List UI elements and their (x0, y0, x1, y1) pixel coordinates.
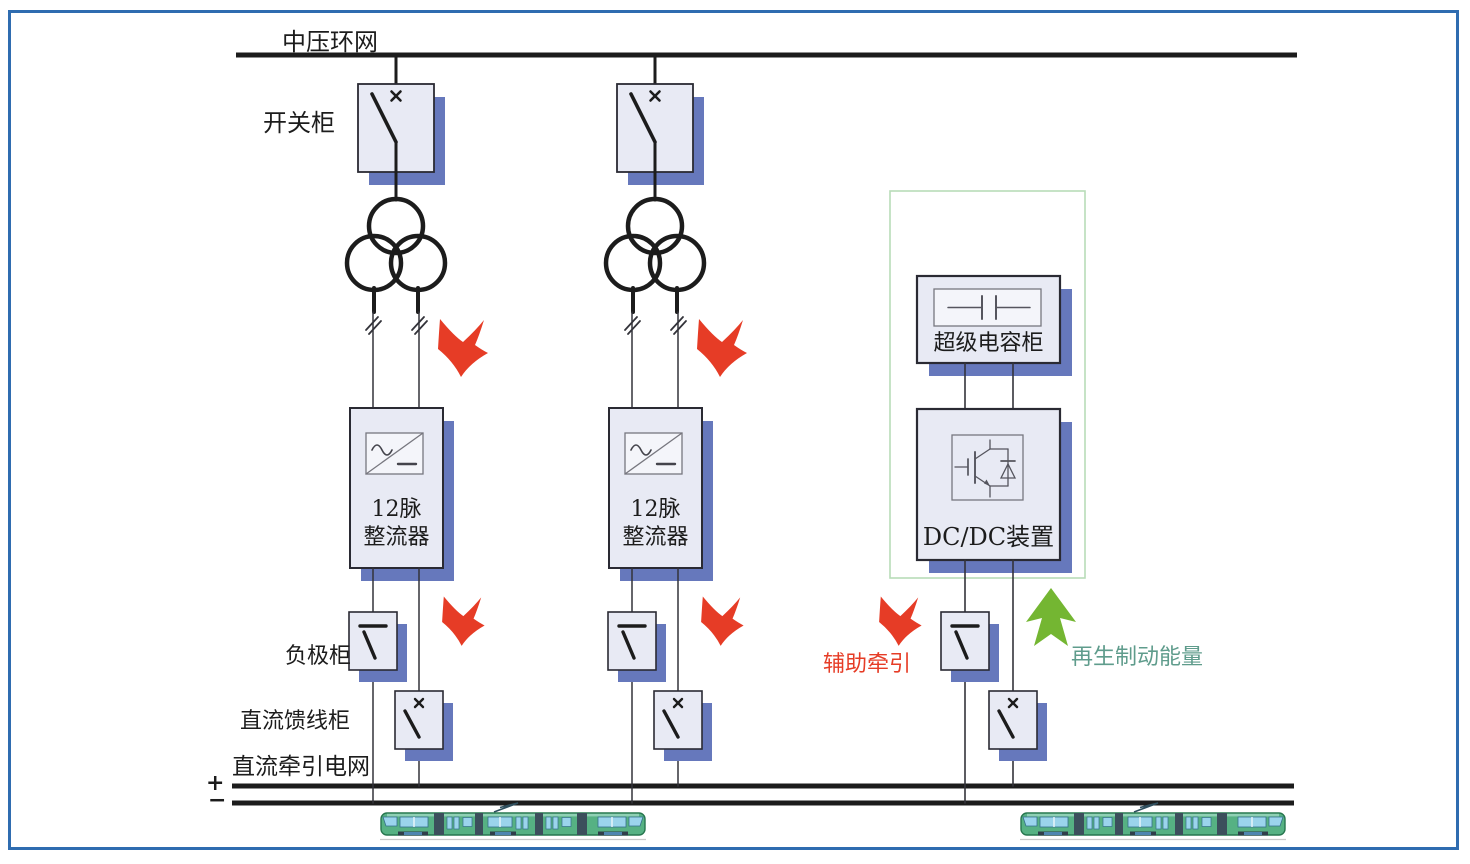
feeder-breaker-icon (997, 697, 1019, 739)
aux-traction-label: 辅助牵引 (823, 652, 912, 677)
dc-feeder-cabinet-box (988, 690, 1038, 750)
rectifier-label: 12脉 整流器 (609, 496, 702, 552)
dc-feeder-cabinet-label: 直流馈线柜 (240, 709, 351, 734)
breaker-switch-icon (629, 90, 661, 202)
storage-outline (889, 190, 1086, 579)
negative-cabinet-label: 负极柜 (285, 644, 352, 669)
disconnector-icon (950, 624, 980, 660)
capacitor-icon (933, 288, 1042, 327)
mv-ring-bus-label: 中压环网 (282, 28, 378, 56)
switch-cabinet-label: 开关柜 (263, 109, 335, 137)
tram (1019, 802, 1287, 841)
negative-cabinet-box (607, 611, 657, 671)
rectifier-label: 12脉 整流器 (350, 496, 443, 552)
disconnector-icon (358, 624, 388, 660)
feeder-breaker-icon (403, 697, 425, 739)
transformer-icon (603, 196, 707, 293)
plus-polarity-label: + (206, 770, 225, 796)
energy-storage-column (889, 190, 1086, 804)
negative-cabinet-box (940, 611, 990, 671)
rectifier-label-line1: 12脉 (371, 497, 422, 522)
power-flow-down-arrow-icon (701, 596, 744, 646)
rectifier-label-line2: 整流器 (622, 525, 689, 550)
supercap-cabinet-label: 超级电容柜 (933, 331, 1044, 356)
dc-feeder-cabinet-box (653, 690, 703, 750)
disconnector-icon (617, 624, 647, 660)
transformer-icon (344, 196, 448, 293)
feeder-breaker-icon (662, 697, 684, 739)
dc-feeder-cabinet-box (394, 690, 444, 750)
minus-polarity-label: − (208, 787, 227, 813)
breaker-switch-icon (370, 90, 402, 202)
rectifier-label-line2: 整流器 (363, 525, 430, 550)
wire-break-marks (624, 316, 687, 335)
regen-braking-up-arrow-icon (1026, 588, 1076, 646)
ac-dc-converter-icon (365, 432, 424, 475)
negative-cabinet-box (348, 611, 398, 671)
dcdc-device-label: DC/DC装置 (922, 523, 1055, 551)
ac-dc-converter-icon (624, 432, 683, 475)
power-flow-down-arrow-icon (442, 596, 485, 646)
substation-column-2 (603, 55, 713, 804)
dc-traction-network-label: 直流牵引电网 (232, 754, 370, 780)
substation-column-1 (344, 55, 454, 804)
rectifier-label-line1: 12脉 (630, 497, 681, 522)
regen-braking-label: 再生制动能量 (1071, 645, 1204, 670)
tram (379, 802, 647, 841)
aux-traction-down-arrow-icon (879, 596, 922, 646)
wire-break-marks (365, 316, 428, 335)
power-flow-down-arrow-icon (697, 319, 747, 377)
igbt-chopper-icon (951, 434, 1024, 501)
page-border-frame (8, 10, 1459, 850)
power-flow-down-arrow-icon (438, 319, 488, 377)
